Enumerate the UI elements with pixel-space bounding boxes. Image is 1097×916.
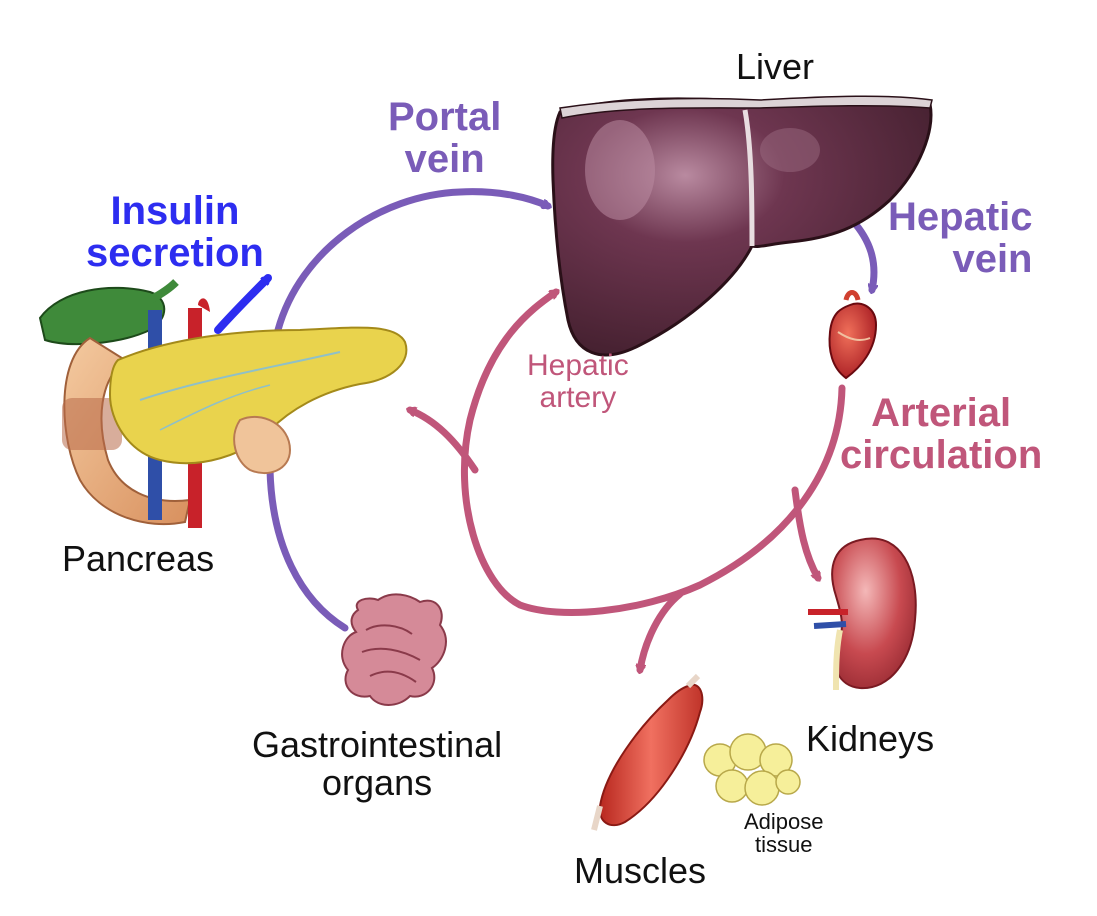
- hepatic-artery-line2: artery: [539, 380, 617, 414]
- adipose-tissue-label: Adipose tissue: [744, 810, 824, 856]
- pancreas-label: Pancreas: [62, 538, 215, 579]
- pancreas-icon: [38, 279, 408, 528]
- adipose-icon: [703, 733, 801, 806]
- muscles-label: Muscles: [574, 850, 707, 891]
- gi-venous-line: [266, 466, 349, 632]
- portal-vein-line1: Portal: [388, 95, 502, 139]
- hepatic-vein-arrow: [848, 216, 874, 290]
- insulin-line1: Insulin: [110, 189, 240, 233]
- arterial-to-kidneys-arrow: [791, 486, 822, 578]
- heart-icon: [828, 290, 878, 380]
- arterial-line1: Arterial: [871, 391, 1012, 435]
- hepatic-artery-line1: Hepatic: [527, 349, 629, 382]
- liver-label: Liver: [736, 46, 815, 87]
- arterial-circulation-loop: [460, 288, 846, 616]
- gi-line1: Gastrointestinal: [252, 724, 503, 765]
- adipose-line2: tissue: [755, 832, 813, 858]
- muscle-icon: [591, 673, 704, 831]
- kidneys-label: Kidneys: [806, 718, 935, 759]
- insulin-line2: secretion: [86, 231, 264, 275]
- insulin-secretion-arrow: [214, 274, 272, 334]
- adipose-line1: Adipose: [744, 809, 824, 834]
- gi-line2: organs: [322, 761, 433, 803]
- hepatic-artery-label: Hepatic artery: [527, 350, 629, 413]
- intestine-icon: [341, 593, 447, 706]
- arterial-to-muscles-arrow: [640, 590, 684, 670]
- hepatic-vein-label: Hepatic vein: [888, 196, 1033, 280]
- kidney-icon: [808, 537, 917, 691]
- portal-vein-arrow: [274, 188, 548, 334]
- hepatic-vein-line1: Hepatic: [888, 195, 1033, 239]
- arterial-circulation-label: Arterial circulation: [840, 392, 1042, 476]
- portal-vein-line2: vein: [404, 137, 485, 181]
- gastrointestinal-label: Gastrointestinal organs: [252, 726, 502, 802]
- hepatic-vein-line2: vein: [952, 237, 1033, 281]
- portal-vein-label: Portal vein: [388, 96, 501, 180]
- arterial-line2: circulation: [840, 433, 1043, 477]
- liver-icon: [551, 95, 933, 357]
- insulin-secretion-label: Insulin secretion: [86, 190, 264, 274]
- arterial-to-pancreas-arrow: [410, 410, 479, 474]
